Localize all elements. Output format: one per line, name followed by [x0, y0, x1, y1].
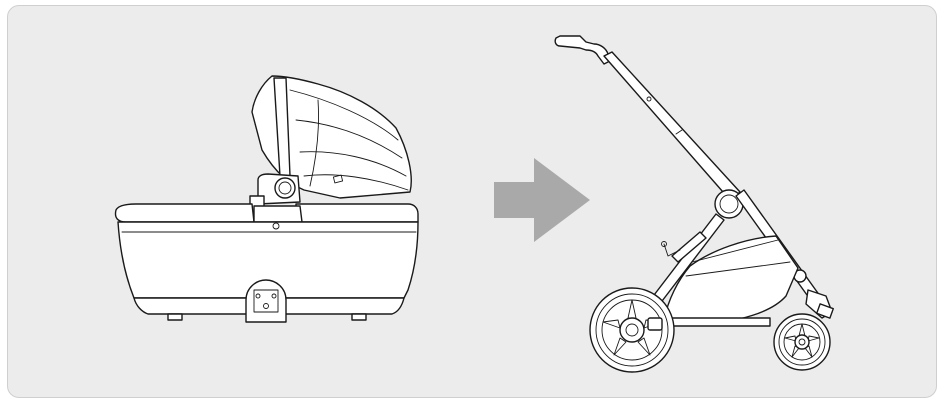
stroller-front-wheel: [773, 313, 831, 371]
arrow-right-icon: [494, 158, 590, 242]
carrycot-body: [117, 221, 419, 299]
carrycot-icon: [114, 75, 419, 323]
carrycot-bottom-connector: [245, 279, 287, 323]
carrycot-canopy: [251, 75, 412, 199]
stroller-basket: [663, 235, 799, 325]
stroller-rear-wheel: [589, 287, 675, 373]
carrycot-rim: [114, 203, 255, 223]
stroller-frame-icon: [554, 35, 834, 373]
stroller-handlebar: [554, 35, 613, 65]
carrycot-hinge-knob: [274, 177, 296, 199]
